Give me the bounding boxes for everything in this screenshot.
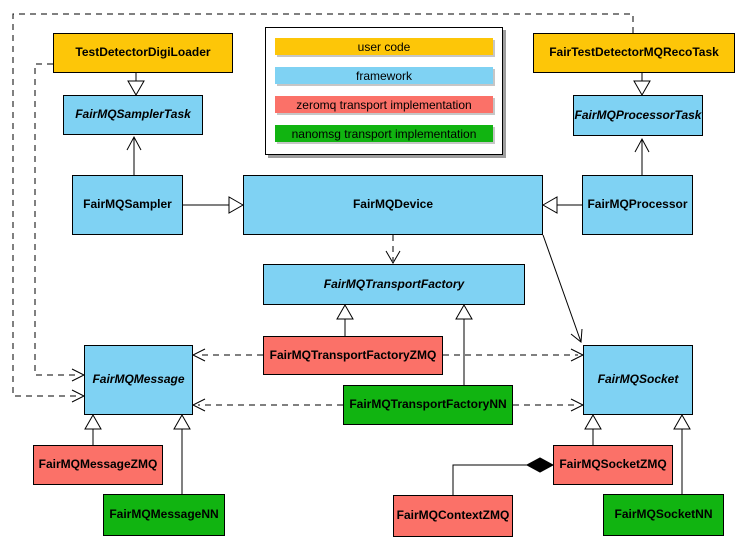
- edge-processor-processortask: [634, 137, 650, 175]
- legend-item-zeromq-transport: zeromq transport implementation: [275, 96, 493, 113]
- edge-digiloader-samplertask: [127, 73, 145, 97]
- edge-messagenn-message: [173, 413, 191, 494]
- edge-contextzmq-socketzmq: [452, 457, 555, 495]
- edge-processor-device: [541, 196, 582, 214]
- node-fairmqsampler: FairMQSampler: [72, 175, 183, 235]
- node-fairmqsocketzmq: FairMQSocketZMQ: [553, 445, 673, 485]
- legend-item-framework: framework: [275, 67, 493, 84]
- node-fairmqtransportfactoryzmq: FairMQTransportFactoryZMQ: [263, 336, 443, 375]
- legend-item-user-code: user code: [275, 38, 493, 55]
- edge-tfnn-message: [191, 398, 343, 412]
- node-fairmqsamplertask: FairMQSamplerTask: [63, 95, 203, 135]
- edge-tfzmq-message: [191, 348, 263, 362]
- node-fairtestdetectormqrecotask: FairTestDetectorMQRecoTask: [533, 33, 735, 73]
- edge-recotask-processortask: [633, 73, 651, 97]
- edge-sampler-samplertask: [126, 135, 142, 175]
- node-fairmqtransportfactorynn: FairMQTransportFactoryNN: [343, 385, 513, 425]
- edge-tfnn-transportfactory: [455, 303, 473, 385]
- node-fairmqprocessortask: FairMQProcessorTask: [573, 95, 703, 136]
- node-testdetectordigiloader: TestDetectorDigiLoader: [53, 33, 233, 73]
- node-fairmqtransportfactory: FairMQTransportFactory: [263, 264, 525, 305]
- edge-sampler-device: [183, 196, 245, 214]
- node-fairmqmessage: FairMQMessage: [84, 345, 193, 415]
- node-fairmqmessagezmq: FairMQMessageZMQ: [33, 445, 163, 485]
- edge-device-socket: [542, 234, 583, 343]
- edge-device-transportfactory: [385, 235, 401, 264]
- edge-messagezmq-message: [84, 413, 102, 445]
- node-fairmqcontextzmq: FairMQContextZMQ: [393, 495, 513, 537]
- edge-tfzmq-transportfactory: [336, 303, 354, 336]
- edge-tfnn-socket: [513, 398, 585, 412]
- legend-item-nanomsg-transport: nanomsg transport implementation: [275, 125, 493, 142]
- legend: user code framework zeromq transport imp…: [265, 27, 503, 155]
- node-fairmqsocketnn: FairMQSocketNN: [603, 494, 724, 536]
- node-fairmqsocket: FairMQSocket: [583, 345, 693, 415]
- node-fairmqprocessor: FairMQProcessor: [582, 175, 693, 235]
- node-fairmqdevice: FairMQDevice: [243, 175, 543, 235]
- node-fairmqmessagenn: FairMQMessageNN: [103, 494, 225, 536]
- edge-socketnn-socket: [673, 413, 691, 494]
- edge-socketzmq-socket: [584, 413, 602, 445]
